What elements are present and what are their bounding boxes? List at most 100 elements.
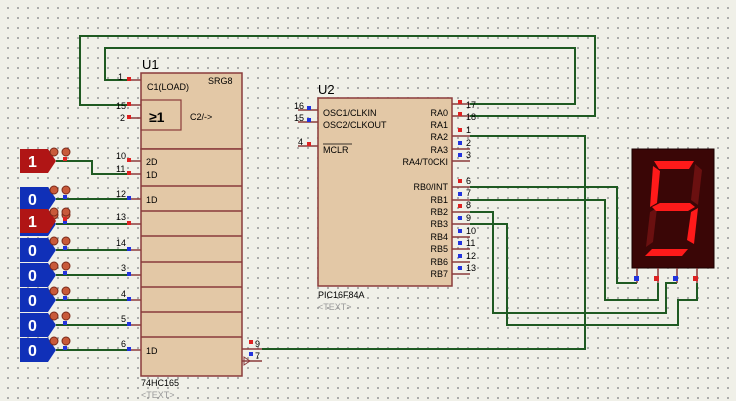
probe-value: 0 [28,293,37,310]
wire-seg-c[interactable] [470,211,677,314]
pin-state-dot [458,204,462,208]
seven-segment-display[interactable] [631,148,715,283]
probe-value: 0 [28,318,37,335]
u2-right-label: RB3 [430,219,448,229]
u1-pin-number: 15 [116,101,126,111]
logic-probe-low[interactable]: 0 [20,286,76,312]
pin-state-dot [127,158,131,162]
u2-right-label: RA4/T0CKI [402,157,448,167]
pin-state-dot [127,297,131,301]
pin-state-dot [307,118,311,122]
wire-serial-out[interactable] [262,135,586,350]
pin-state-dot [458,141,462,145]
u2-pin-number: 4 [298,137,303,147]
pin-state-dot [127,221,131,225]
u1-shift-register[interactable]: U1 SRG8 C1(LOAD) C2/-> ≥1 2D 1D 1D 1D 74… [116,57,262,400]
pin-state-dot [458,128,462,132]
u1-label-2d: 2D [146,157,158,167]
u2-microcontroller[interactable]: U2 OSC1/CLKIN OSC2/CLKOUT MCLR PIC16F84A… [294,82,476,312]
segment-f [650,166,660,207]
u2-right-label: RA3 [430,145,448,155]
wire-seg-b[interactable] [470,199,659,301]
u2-ref: U2 [318,82,335,97]
pin-state-dot [127,347,131,351]
pin-state-dot [127,77,131,81]
wire-clock[interactable] [79,35,596,117]
probe-value: 0 [28,243,37,260]
segment-a [654,161,694,169]
u2-pin-number: 2 [466,138,471,148]
segment-g [652,203,695,211]
u1-pin-number: 4 [121,289,126,299]
u1-pin-number: 12 [116,189,126,199]
u2-right-label: RB1 [430,195,448,205]
u2-part-name: PIC16F84A [318,290,365,300]
probe-value: 0 [28,192,37,209]
u2-pin-number: 7 [466,188,471,198]
u2-text: <TEXT> [318,302,352,312]
pin-state-dot [458,153,462,157]
u2-pin-number: 12 [466,251,476,261]
u2-pin-number: 11 [466,238,475,248]
u2-body [317,97,453,287]
wire-seg-d[interactable] [470,223,698,326]
segment-d [645,249,688,256]
u1-label-1d-a: 1D [146,170,158,180]
u2-right-label: RB2 [430,207,448,217]
pin-state-dot [127,196,131,200]
pin-state-dot [458,100,462,104]
pin-state-dot [673,276,678,281]
probe-value: 1 [28,154,37,171]
pin-state-dot [458,179,462,183]
pin-state-dot [249,352,253,356]
u1-pin-number: 5 [121,314,126,324]
u1-or-symbol: ≥1 [149,109,165,125]
u2-pin-number: 6 [466,176,471,186]
u1-label-1d-c: 1D [146,346,158,356]
u1-inverter-bubble [243,356,251,366]
pin-state-dot [458,192,462,196]
u2-pin-number: 16 [294,101,304,111]
pin-state-dot [458,241,462,245]
logic-probe-low[interactable]: 0 [20,185,76,211]
u2-left-label: OSC1/CLKIN [323,108,377,118]
u2-right-label: RB5 [430,244,448,254]
pin-state-dot [458,216,462,220]
u1-title: SRG8 [208,76,233,86]
u1-pin-number: 6 [121,339,126,349]
u2-pin-number: 15 [294,113,304,123]
wire-in-1[interactable] [76,160,127,175]
wire-load[interactable] [104,47,576,105]
u1-label-1d-b: 1D [146,195,158,205]
pin-state-dot [634,276,639,281]
probe-value: 0 [28,343,37,360]
pin-state-dot [458,112,462,116]
u1-pin-number: 11 [116,164,125,174]
logic-probe-low[interactable]: 0 [20,261,76,287]
u1-ref: U1 [142,57,159,72]
logic-probe-low[interactable]: 0 [20,336,76,362]
u1-part-name: 74HC165 [141,378,179,388]
u1-pin-number: 9 [255,339,260,349]
segment-c [687,208,698,244]
logic-probe-low[interactable]: 0 [20,311,76,337]
pin-state-dot [458,229,462,233]
u2-left-label: OSC2/CLKOUT [323,120,387,130]
logic-probe-high[interactable]: 1 [20,147,76,173]
pin-state-dot [307,106,311,110]
pin-state-dot [307,142,311,146]
u1-pin-number: 2 [120,113,125,123]
u2-right-label: RB7 [430,269,448,279]
logic-probe-low[interactable]: 0 [20,236,76,262]
wire-seg-a[interactable] [470,186,637,284]
u2-pin-number: 10 [466,226,476,236]
pin-state-dot [458,266,462,270]
logic-probe-high[interactable]: 1 [20,207,71,233]
pin-state-dot [127,322,131,326]
u2-right-label: RB0/INT [413,182,448,192]
u2-left-label: MCLR [323,145,349,155]
u1-pin-number: 1 [118,72,123,82]
u2-right-label: RB4 [430,232,448,242]
wires [76,35,698,351]
